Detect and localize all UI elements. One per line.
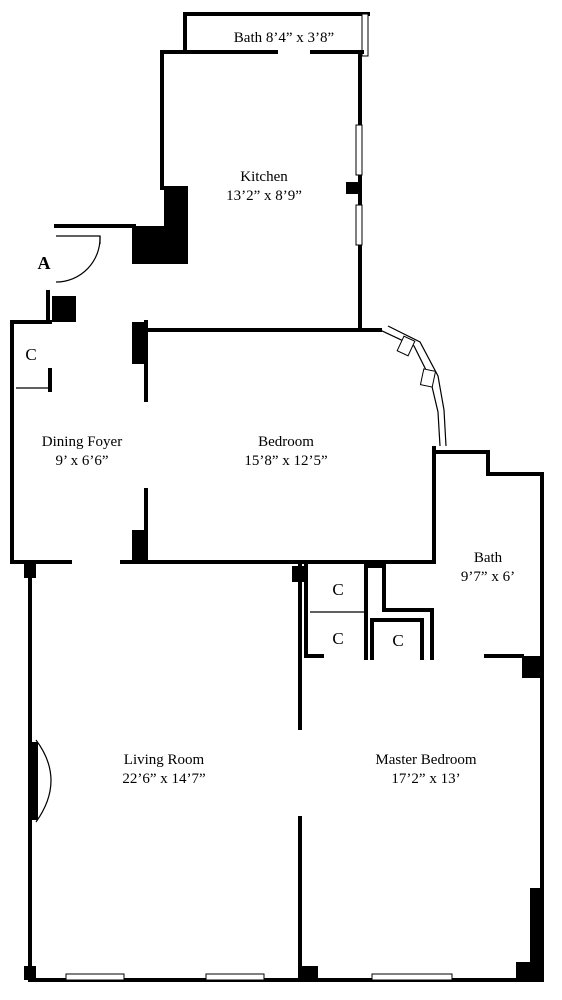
living-master-partition (292, 564, 308, 982)
kitchen-dims: 13’2” x 8’9” (226, 188, 302, 204)
closets-walls (308, 564, 434, 660)
closet-label-lower: C (332, 629, 343, 648)
living-room-walls (24, 560, 302, 982)
dining-foyer-dims: 9’ x 6’6” (55, 453, 108, 469)
entry-door (46, 235, 101, 324)
dining-foyer-walls (10, 320, 148, 564)
master-bedroom-dims: 17’2” x 13’ (391, 771, 460, 787)
kitchen-walls (54, 50, 363, 332)
bath-top-walls (183, 12, 370, 57)
bath-top-label: Bath 8’4” x 3’8” (234, 30, 334, 46)
living-room-name: Living Room (124, 752, 205, 768)
bath-right-dims: 9’7” x 6’ (461, 569, 515, 585)
master-bedroom-name: Master Bedroom (375, 752, 477, 768)
kitchen-name: Kitchen (240, 169, 288, 185)
closet-label-foyer: C (25, 345, 36, 364)
closet-label-upper: C (332, 580, 343, 599)
bedroom-name: Bedroom (258, 434, 314, 450)
bath-right-walls (432, 450, 544, 982)
bath-right-name: Bath (474, 550, 503, 566)
living-room-dims: 22’6” x 14’7” (122, 771, 205, 787)
entry-marker: A (38, 253, 51, 273)
master-bedroom-walls (298, 888, 544, 982)
dining-foyer-name: Dining Foyer (42, 434, 122, 450)
bedroom-dims: 15’8” x 12’5” (244, 453, 327, 469)
bedroom-walls (120, 325, 447, 564)
closet-label-master: C (392, 631, 403, 650)
